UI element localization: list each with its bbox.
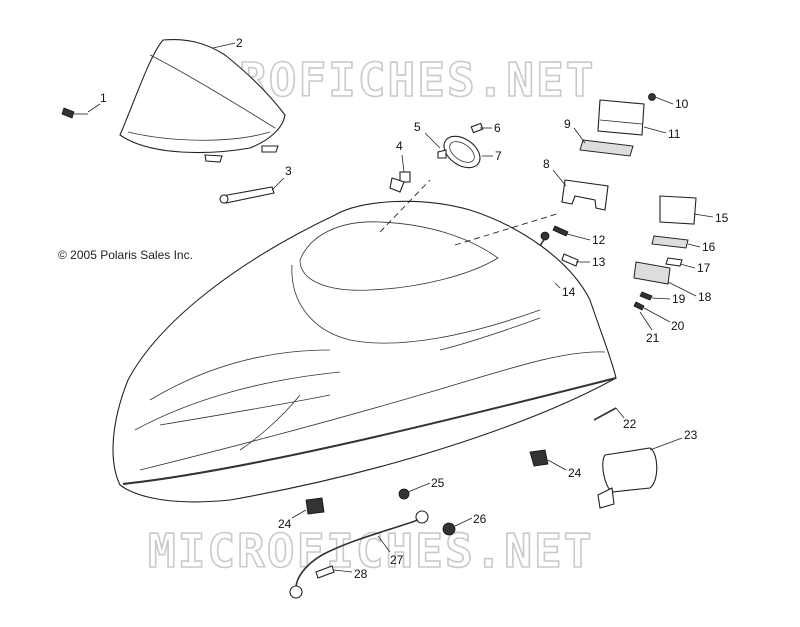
gauge-bezel-part-7 [437, 122, 484, 169]
bolt-part-25 [398, 488, 410, 500]
copyright-text: © 2005 Polaris Sales Inc. [58, 248, 193, 262]
callout-16: 16 [702, 240, 716, 254]
callout-7: 7 [495, 149, 502, 163]
callout-22: 22 [623, 417, 637, 431]
mirror-part-23 [597, 447, 658, 509]
spring-part-12 [552, 225, 579, 267]
callout-8: 8 [543, 157, 550, 171]
spring-part-19 [633, 291, 653, 311]
watermark-bottom: MICROFICHES.NET [148, 524, 593, 578]
pin-part-17 [665, 257, 683, 267]
callout-21: 21 [646, 331, 660, 345]
windshield-part [119, 39, 286, 163]
guide-line [454, 212, 561, 246]
hood-body [112, 200, 617, 503]
callout-24-right: 24 [568, 466, 582, 480]
cover-part-15 [659, 195, 697, 225]
callout-20: 20 [671, 319, 685, 333]
callout-28: 28 [354, 567, 368, 581]
callout-27: 27 [390, 553, 404, 567]
leader-lines [87, 42, 714, 573]
mount-bracket-part-8 [561, 179, 609, 211]
strap-part-3 [219, 186, 275, 204]
callout-25: 25 [431, 476, 445, 490]
callout-19: 19 [672, 292, 686, 306]
bracket-part-18 [633, 261, 671, 285]
guide-line [379, 179, 431, 233]
callout-26: 26 [473, 512, 487, 526]
callout-labels: 1 2 3 4 5 6 7 8 9 10 11 12 13 14 15 16 1… [100, 36, 729, 581]
wire-part-22 [593, 407, 617, 421]
cover-part-11 [597, 99, 645, 136]
callout-1: 1 [100, 91, 107, 105]
callout-5: 5 [414, 120, 421, 134]
callout-17: 17 [697, 261, 711, 275]
pin-part-28 [315, 565, 335, 579]
callout-14: 14 [562, 285, 576, 299]
callout-2: 2 [236, 36, 243, 50]
callout-15: 15 [715, 211, 729, 225]
callout-11: 11 [668, 127, 681, 141]
nut-part-26 [442, 522, 456, 536]
callout-4: 4 [396, 139, 403, 153]
lens-part-16 [651, 235, 689, 249]
callout-18: 18 [698, 290, 712, 304]
callout-10: 10 [675, 97, 689, 111]
cable-part-27 [289, 510, 429, 599]
lens-part-9 [579, 139, 634, 157]
fastener-part-10 [648, 93, 656, 101]
callout-3: 3 [285, 164, 292, 178]
callout-12: 12 [592, 233, 606, 247]
callout-24-left: 24 [278, 517, 292, 531]
clip-part-24-left [305, 497, 325, 515]
callout-13: 13 [592, 255, 606, 269]
screw-part-1 [61, 107, 88, 119]
connector-part-4 [389, 171, 411, 193]
callout-9: 9 [564, 117, 571, 131]
clip-part-24-right [529, 449, 549, 467]
callout-6: 6 [494, 121, 501, 135]
callout-23: 23 [684, 428, 698, 442]
